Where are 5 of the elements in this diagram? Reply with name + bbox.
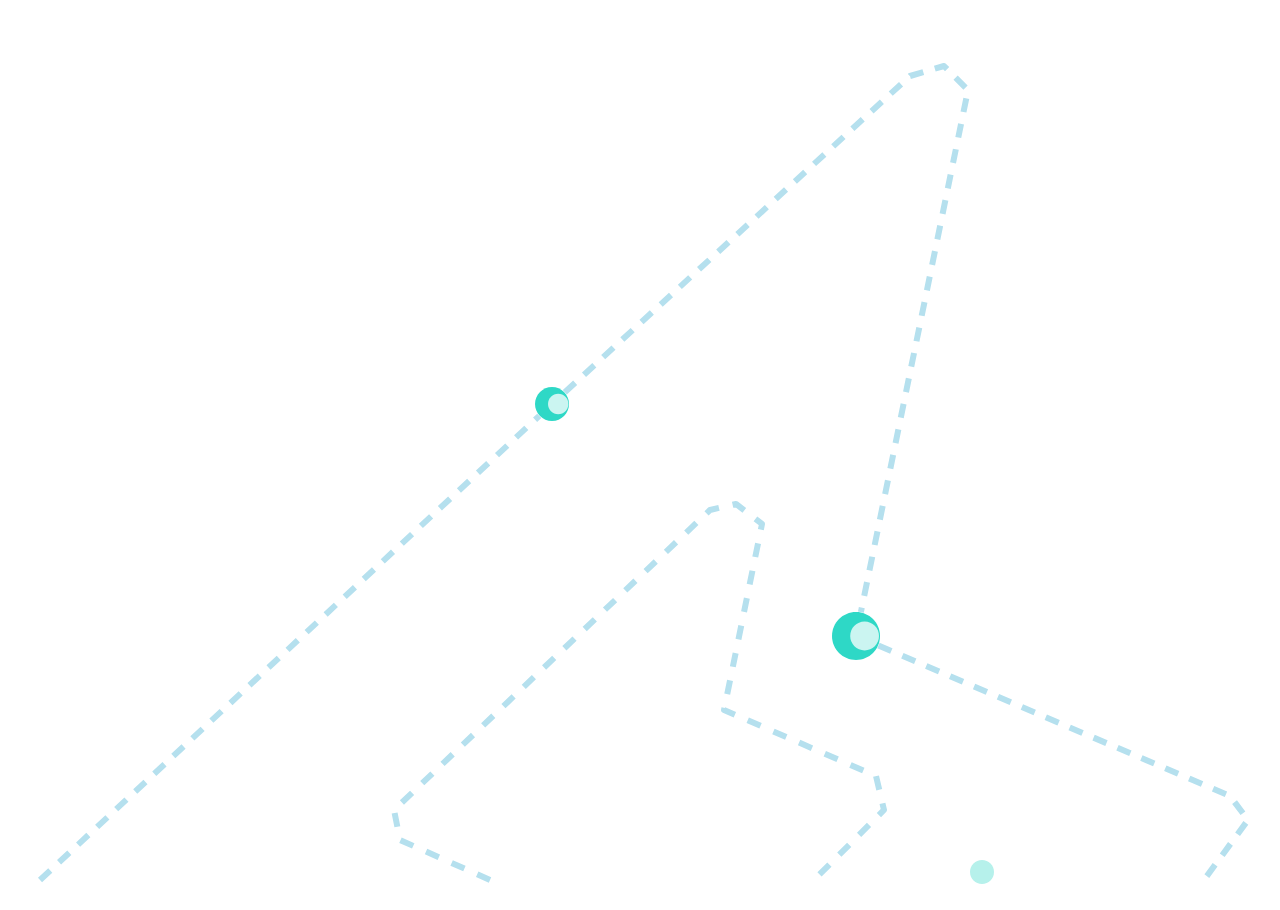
dot: [535, 387, 569, 421]
dot: [832, 612, 880, 660]
dashed-line: [877, 642, 1251, 882]
dashed-line: [37, 413, 542, 883]
dashed-line: [562, 63, 971, 613]
